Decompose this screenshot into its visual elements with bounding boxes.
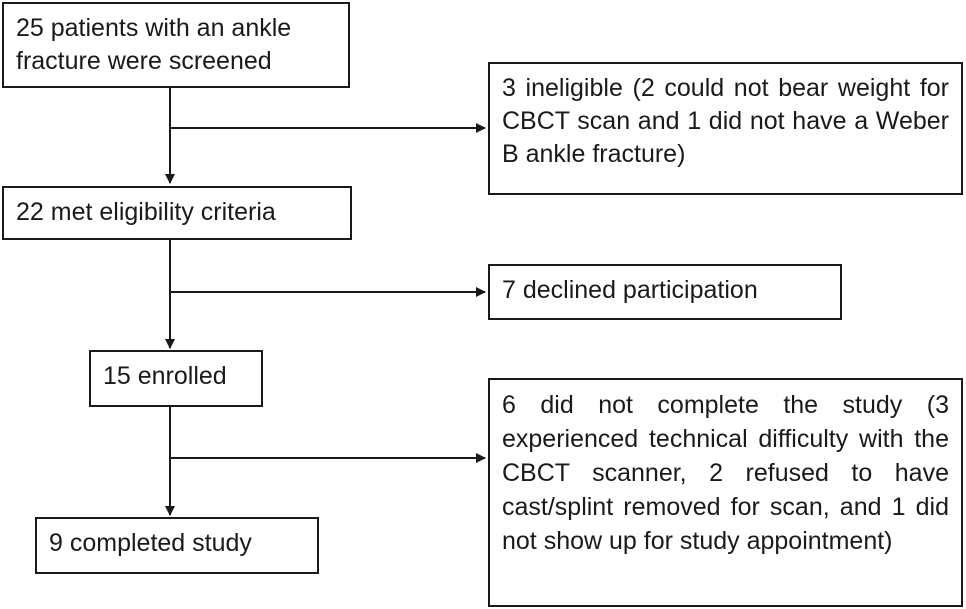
exclusion-box-ineligible: 3 ineligible (2 could not bear weight fo… bbox=[488, 62, 963, 195]
exclusion-text-ineligible: 3 ineligible (2 could not bear weight fo… bbox=[502, 74, 949, 168]
step-text-screened: 25 patients with an ankle fracture were … bbox=[16, 14, 292, 75]
step-text-completed: 9 completed study bbox=[49, 529, 252, 557]
step-text-eligible: 22 met eligibility criteria bbox=[16, 198, 276, 226]
exclusion-text-not-completed: 6 did not complete the study (3 experien… bbox=[502, 391, 949, 555]
exclusion-box-declined: 7 declined participation bbox=[488, 264, 842, 320]
step-text-enrolled: 15 enrolled bbox=[103, 362, 227, 390]
step-box-completed: 9 completed study bbox=[35, 517, 319, 574]
step-box-enrolled: 15 enrolled bbox=[89, 350, 263, 407]
step-box-eligible: 22 met eligibility criteria bbox=[2, 186, 352, 240]
exclusion-text-declined: 7 declined participation bbox=[502, 276, 758, 304]
exclusion-box-not-completed: 6 did not complete the study (3 experien… bbox=[488, 378, 963, 607]
step-box-screened: 25 patients with an ankle fracture were … bbox=[2, 2, 350, 88]
